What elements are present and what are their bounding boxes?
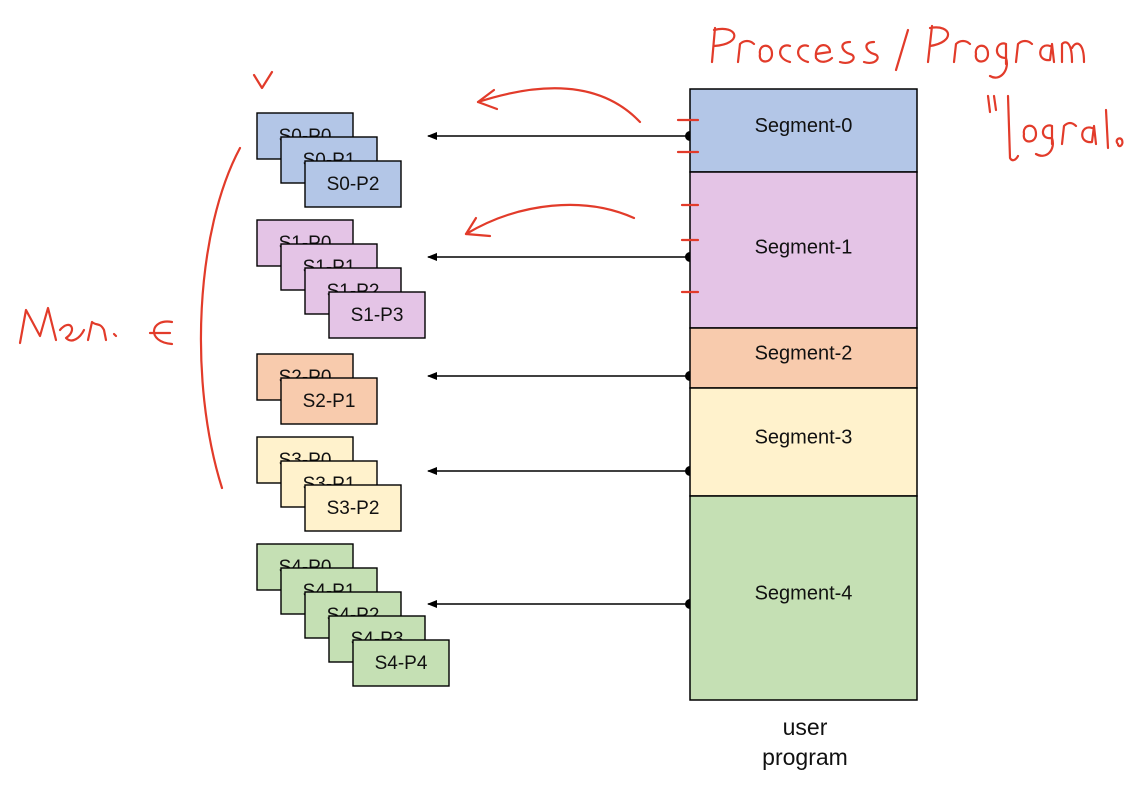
page-label: S2-P1: [303, 391, 356, 412]
page-stack-2: S2-P0S2-P1: [256, 353, 378, 425]
segment-0-box: [689, 88, 918, 173]
caption-line-1: user: [782, 714, 828, 740]
user-program-segments: Segment-0Segment-1Segment-2Segment-3Segm…: [689, 88, 918, 701]
user-program-caption: user program: [700, 712, 910, 772]
page-box: [328, 291, 426, 339]
ink-ticks-segment1: [680, 203, 700, 294]
page-box: [304, 484, 402, 532]
ink-arrow-top: [476, 87, 642, 124]
caption-line-2: program: [762, 744, 848, 770]
page-box: [280, 377, 378, 425]
ink-arrow-top-head: [476, 88, 499, 111]
mapping-arrows: [427, 131, 695, 609]
page-label: S1-P3: [351, 305, 404, 326]
ink-bracket: [199, 146, 242, 490]
ink-subset-symbol: [148, 320, 174, 346]
page-label: S3-P2: [327, 498, 380, 519]
page-stack-0: S0-P0S0-P1S0-P2: [256, 112, 402, 208]
ink-arrow-second: [464, 203, 636, 236]
page-label: S4-P4: [375, 653, 428, 674]
page-label: S0-P2: [327, 174, 380, 195]
page-stacks: S0-P0S0-P1S0-P2S1-P0S1-P1S1-P2S1-P3S2-P0…: [256, 112, 450, 687]
ink-check-mark: [252, 70, 274, 90]
segment-4-box: [689, 495, 918, 701]
segment-2-label: Segment-2: [755, 342, 853, 364]
segment-1-label: Segment-1: [755, 236, 853, 258]
ink-ticks-segment0: [676, 118, 700, 154]
handwritten-annotations: [18, 24, 1124, 490]
ink-arrow-second-head: [464, 216, 492, 238]
segment-4-label: Segment-4: [755, 582, 853, 604]
ink-scribble-logical: [986, 94, 1124, 162]
segment-3-label: Segment-3: [755, 426, 853, 448]
segment-0-label: Segment-0: [755, 115, 853, 137]
ink-scribble-mem: [18, 306, 118, 345]
segment-1-box: [689, 171, 918, 329]
page-box: [352, 639, 450, 687]
page-box: [304, 160, 402, 208]
segment-2-box: [689, 327, 918, 389]
segment-3-box: [689, 387, 918, 497]
ink-scribble-process-program: [710, 24, 1086, 79]
